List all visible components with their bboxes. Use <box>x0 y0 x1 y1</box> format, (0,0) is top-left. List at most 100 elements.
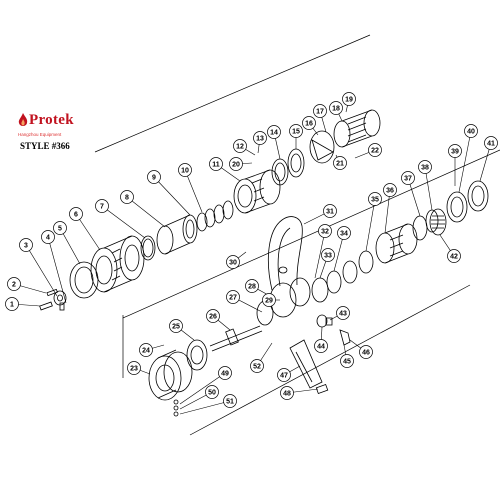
callout-circle-37 <box>401 171 415 185</box>
callout-leader-49 <box>179 372 226 405</box>
callout-circle-22 <box>368 143 382 157</box>
part-number-15: 15 <box>292 129 300 136</box>
callout-circle-46 <box>359 345 373 359</box>
part-number-38: 38 <box>421 165 429 172</box>
part-number-1: 1 <box>10 302 14 309</box>
part-rings-10 <box>196 200 234 232</box>
callout-circle-27 <box>226 290 240 304</box>
part-number-37: 37 <box>404 176 412 183</box>
callout-circle-20 <box>229 157 243 171</box>
part-screws-left <box>39 288 67 311</box>
part-number-43: 43 <box>339 311 347 318</box>
part-number-2: 2 <box>12 282 16 289</box>
callout-circle-36 <box>383 183 397 197</box>
part-trigger-47 <box>289 339 323 389</box>
part-number-9: 9 <box>152 175 156 182</box>
part-number-52: 52 <box>253 364 261 371</box>
callout-circle-45 <box>340 354 354 368</box>
callout-leader-9 <box>153 176 191 216</box>
callout-circle-25 <box>169 319 183 333</box>
part-number-48: 48 <box>283 391 291 398</box>
part-filter-42 <box>429 208 447 236</box>
part-number-40: 40 <box>467 129 475 136</box>
callout-circle-48 <box>280 386 294 400</box>
part-number-17: 17 <box>316 109 324 116</box>
part-number-16: 16 <box>305 121 313 128</box>
part-number-39: 39 <box>451 149 459 156</box>
part-cylinder-11 <box>233 169 281 214</box>
part-number-12: 12 <box>236 144 244 151</box>
callout-circle-23 <box>127 361 141 375</box>
callout-circle-10 <box>178 163 192 177</box>
part-housing-6 <box>90 235 145 293</box>
callout-circle-52 <box>250 359 264 373</box>
assembly-outline <box>94 34 500 436</box>
callout-leader-5 <box>59 227 81 265</box>
part-number-51: 51 <box>226 399 234 406</box>
callout-circle-16 <box>302 116 316 130</box>
callout-leader-32 <box>314 230 326 279</box>
part-number-30: 30 <box>229 260 237 267</box>
callout-leader-7 <box>101 205 146 239</box>
brand-name: Protek <box>29 112 74 128</box>
callout-leader-4 <box>47 236 67 304</box>
callout-leader-3 <box>25 244 58 297</box>
callout-leader-38 <box>424 166 433 211</box>
callout-circle-34 <box>337 226 351 240</box>
callout-circle-29 <box>262 293 276 307</box>
callout-circle-21 <box>333 156 347 170</box>
part-ring-5 <box>69 261 99 299</box>
callout-circle-43 <box>336 306 350 320</box>
part-oring-7 <box>140 235 156 261</box>
callout-circle-50 <box>205 385 219 399</box>
callout-circle-32 <box>318 224 332 238</box>
part-number-26: 26 <box>209 314 217 321</box>
callout-circle-51 <box>223 394 237 408</box>
part-number-35: 35 <box>371 197 379 204</box>
callout-circle-1 <box>5 297 19 311</box>
callout-circle-9 <box>147 170 161 184</box>
callout-circle-5 <box>53 221 67 235</box>
callout-circle-33 <box>321 248 335 262</box>
callout-circle-35 <box>368 192 382 206</box>
flame-logo-icon <box>18 113 28 126</box>
part-number-5: 5 <box>58 226 62 233</box>
part-number-20: 20 <box>232 162 240 169</box>
part-number-45: 45 <box>343 359 351 366</box>
part-number-28: 28 <box>248 284 256 291</box>
callout-circle-6 <box>69 207 83 221</box>
part-number-49: 49 <box>221 371 229 378</box>
part-shaft-26 <box>209 325 263 352</box>
part-number-7: 7 <box>100 204 104 211</box>
part-number-22: 22 <box>371 148 379 155</box>
part-gasket-16 <box>309 130 335 164</box>
callout-leader-35 <box>365 198 376 252</box>
callout-circle-38 <box>418 160 432 174</box>
callout-leader-10 <box>184 169 203 213</box>
callout-circle-8 <box>120 190 134 204</box>
callout-leader-51 <box>179 400 231 415</box>
callout-leader-8 <box>126 196 166 228</box>
callout-leader-36 <box>384 189 391 234</box>
part-number-23: 23 <box>130 366 138 373</box>
callout-circle-19 <box>342 92 356 106</box>
callout-circle-7 <box>95 199 109 213</box>
part-number-29: 29 <box>265 298 273 305</box>
part-number-25: 25 <box>172 324 180 331</box>
part-number-18: 18 <box>332 106 340 113</box>
callout-circle-24 <box>139 343 153 357</box>
callout-circle-3 <box>19 238 33 252</box>
callout-circle-18 <box>329 101 343 115</box>
callout-circle-30 <box>226 255 240 269</box>
callout-circle-2 <box>7 277 21 291</box>
callout-circle-13 <box>253 131 267 145</box>
part-sleeve-8 <box>156 214 198 255</box>
part-number-31: 31 <box>326 209 334 216</box>
part-number-44: 44 <box>317 344 325 351</box>
style-label: STYLE #366 <box>20 141 70 151</box>
callout-circle-44 <box>314 339 328 353</box>
part-number-33: 33 <box>324 253 332 260</box>
callout-leader-6 <box>75 213 101 251</box>
